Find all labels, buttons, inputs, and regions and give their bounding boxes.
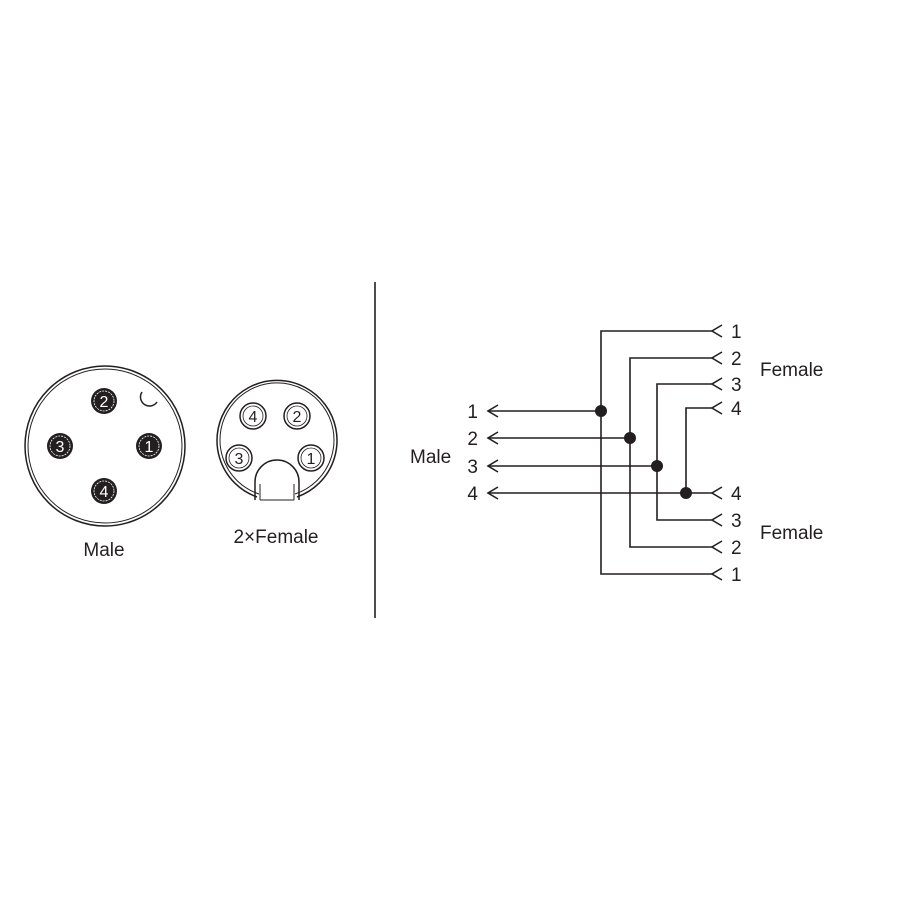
svg-text:4: 4	[249, 409, 258, 426]
female-top-pin-label: 3	[731, 375, 742, 396]
male-connector-face: 1 2 3 4	[24, 365, 186, 527]
female-bottom-label: Female	[760, 523, 823, 544]
junction-dot	[595, 405, 607, 417]
female-top-pin-label: 2	[731, 349, 742, 370]
key-groove-icon	[254, 459, 300, 500]
male-connector-label: Male	[83, 540, 124, 561]
wire-pin-2	[629, 357, 712, 548]
female-top-pin-label: 4	[731, 399, 742, 420]
svg-text:2: 2	[100, 394, 109, 411]
female-top-pin-label: 1	[731, 322, 742, 343]
junction-dot	[680, 487, 692, 499]
male-pin-4: 4	[91, 478, 117, 504]
junction-dot	[651, 460, 663, 472]
female-pin-2: 2	[283, 402, 311, 430]
female-pin-1: 1	[297, 444, 325, 472]
female-pin-3: 3	[225, 444, 253, 472]
female-connector-face: 1 2 3 4	[216, 379, 338, 501]
svg-text:3: 3	[56, 439, 65, 456]
wire-pin-3	[656, 383, 712, 521]
key-notch-icon	[139, 391, 158, 407]
svg-text:1: 1	[145, 439, 154, 456]
male-pin-label: 2	[467, 429, 478, 450]
female-top-label: Female	[760, 360, 823, 381]
male-pin-label: 1	[467, 402, 478, 423]
male-pin-label: 4	[467, 484, 478, 505]
female-connector-label: 2×Female	[233, 527, 318, 548]
arrow-icon	[710, 324, 723, 581]
female-bottom-pin-label: 4	[731, 484, 742, 505]
svg-text:1: 1	[307, 451, 316, 468]
arrow-icon	[486, 404, 499, 500]
female-pin-4: 4	[239, 402, 267, 430]
male-pin-3: 3	[47, 433, 73, 459]
wiring-schematic: 1 2 3 4 Male 1 2 3 4 Female 4 3 2 1 Fema…	[410, 322, 823, 586]
female-bottom-pin-label: 3	[731, 511, 742, 532]
female-bottom-pin-label: 1	[731, 565, 742, 586]
female-bottom-pin-label: 2	[731, 538, 742, 559]
svg-text:4: 4	[100, 484, 109, 501]
wire-pin-4	[685, 407, 712, 493]
wire-pin-1	[600, 330, 712, 575]
junction-dot	[624, 432, 636, 444]
male-label: Male	[410, 447, 451, 468]
svg-text:3: 3	[235, 451, 244, 468]
male-pin-2: 2	[91, 388, 117, 414]
svg-text:2: 2	[293, 409, 302, 426]
male-pin-label: 3	[467, 457, 478, 478]
male-pin-1: 1	[136, 433, 162, 459]
